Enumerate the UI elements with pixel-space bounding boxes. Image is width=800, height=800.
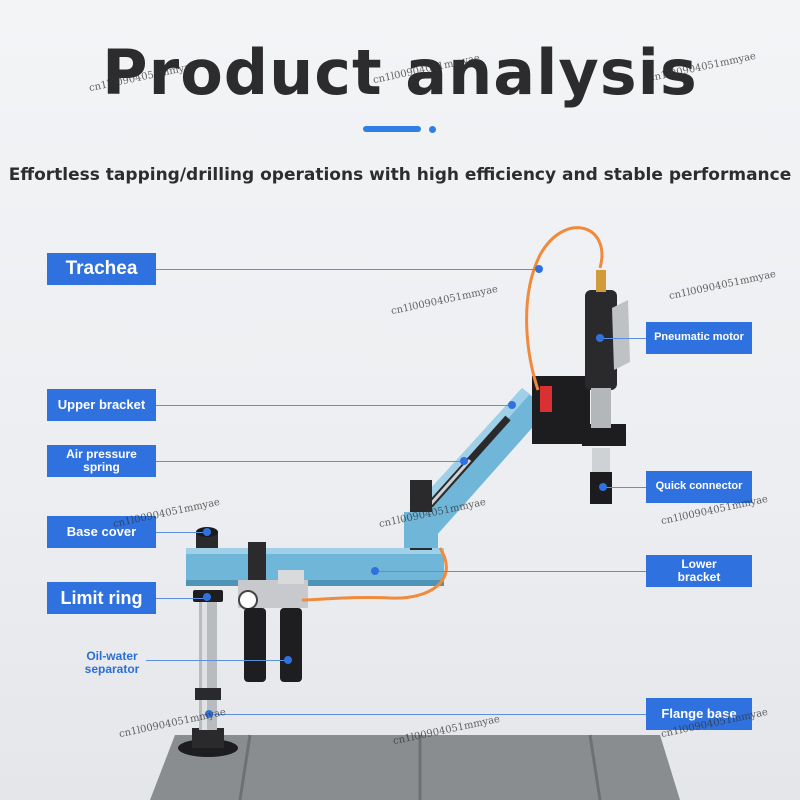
label-upper-bracket: Upper bracket: [47, 389, 156, 421]
pointer-limit-ring: [203, 593, 211, 601]
pointer-base-cover: [203, 528, 211, 536]
label-limit-ring: Limit ring: [47, 582, 156, 614]
lower-bracket: [186, 548, 444, 586]
leader-quick-connector: [604, 487, 646, 488]
pointer-air-pressure-spring: [460, 457, 468, 465]
leader-base-cover: [156, 532, 206, 533]
label-pneumatic-motor: Pneumatic motor: [646, 322, 752, 354]
page-title: Product analysis: [102, 36, 698, 109]
page-subtitle: Effortless tapping/drilling operations w…: [8, 165, 792, 185]
label-base-cover: Base cover: [47, 516, 156, 548]
pointer-pneumatic-motor: [596, 334, 604, 342]
work-table: [150, 735, 680, 800]
pointer-quick-connector: [599, 483, 607, 491]
upper-bracket: [402, 388, 548, 545]
label-oil-water-separator: Oil-water separator: [84, 649, 140, 677]
leader-air-pressure-spring: [156, 461, 462, 462]
leader-pneumatic-motor: [600, 338, 646, 339]
label-flange-base: Flange base: [646, 698, 752, 730]
leader-limit-ring: [156, 598, 206, 599]
leader-oil-water-separator: [146, 660, 288, 661]
leader-flange-base: [210, 714, 646, 715]
title-underline: [363, 126, 421, 132]
pointer-upper-bracket: [508, 401, 516, 409]
label-trachea: Trachea: [47, 253, 156, 285]
leader-lower-bracket: [376, 571, 646, 572]
pointer-flange-base: [205, 710, 213, 718]
leader-upper-bracket: [156, 405, 510, 406]
trachea-hose: [525, 226, 604, 391]
pointer-lower-bracket: [371, 567, 379, 575]
pointer-trachea: [535, 265, 543, 273]
label-lower-bracket: Lower bracket: [646, 555, 752, 587]
pointer-oil-water-separator: [284, 656, 292, 664]
label-quick-connector: Quick connector: [646, 471, 752, 503]
label-air-pressure-spring: Air pressure spring: [47, 445, 156, 477]
leader-trachea: [156, 269, 538, 270]
title-underline-dot: [429, 126, 436, 133]
